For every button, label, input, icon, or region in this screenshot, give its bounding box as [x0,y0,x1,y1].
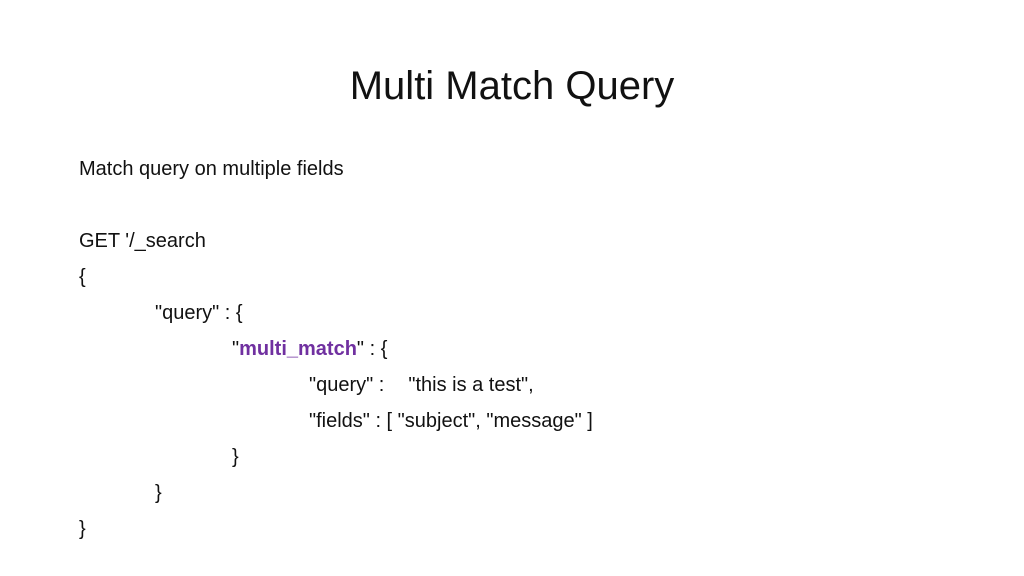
code-close-root: } [79,518,86,540]
code-multi-match-keyword: multi_match [239,338,357,360]
code-mm-rest: " : { [356,338,388,360]
code-inner-query-value: "this is a test", [408,374,534,396]
code-close-multi-match: } [232,446,239,468]
code-query-open: "query" : { [155,302,243,324]
slide-subtitle: Match query on multiple fields [79,158,344,180]
code-request-line: GET '/_search [79,230,206,252]
slide-title: Multi Match Query [349,64,675,108]
code-inner-query-line: "query" : "this is a test", [309,370,534,400]
code-close-query: } [155,482,162,504]
code-open-brace: { [79,266,86,288]
code-mm-quote-open: " [232,338,240,360]
code-inner-query-key: "query" : [309,374,385,396]
code-multi-match-line: "multi_match" : { [232,334,387,364]
code-fields-line: "fields" : [ "subject", "message" ] [309,410,593,432]
